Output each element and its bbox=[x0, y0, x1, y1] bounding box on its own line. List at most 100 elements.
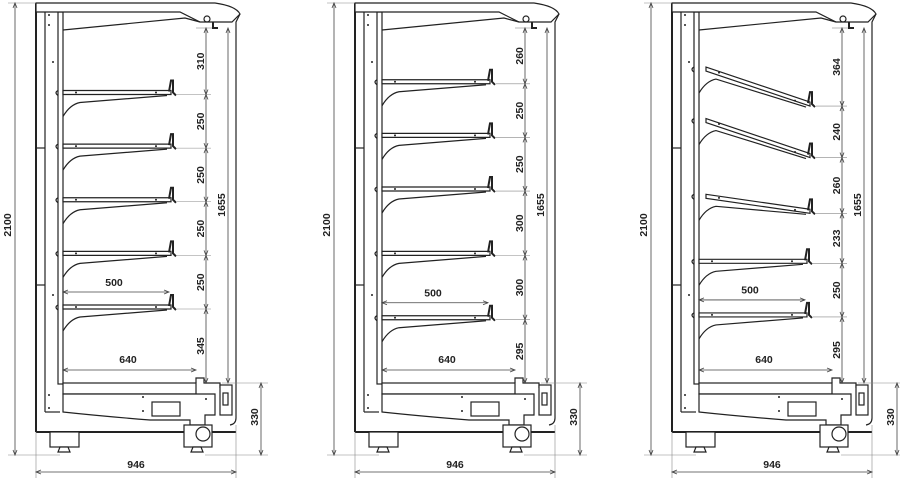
arrowhead bbox=[203, 254, 209, 261]
rivet bbox=[205, 398, 207, 400]
shelf-hook bbox=[55, 250, 59, 257]
rivet bbox=[142, 410, 144, 412]
rivet bbox=[52, 61, 54, 63]
shelf bbox=[691, 117, 847, 160]
back-column bbox=[693, 11, 700, 385]
rivet bbox=[474, 134, 476, 137]
shelf-bracket bbox=[62, 309, 168, 332]
shelf-bracket bbox=[698, 205, 807, 221]
shelf-spacing-label: 300 bbox=[514, 279, 526, 297]
shelf-plate bbox=[381, 79, 491, 85]
shelf-plate bbox=[62, 304, 172, 310]
shelf-plate bbox=[62, 89, 172, 96]
leveling-foot bbox=[693, 446, 707, 453]
rivet bbox=[778, 410, 780, 412]
rivet bbox=[75, 305, 77, 308]
base-housing bbox=[698, 393, 852, 426]
control-panel bbox=[151, 401, 181, 417]
price-rail bbox=[487, 122, 496, 140]
arrowhead bbox=[549, 469, 557, 475]
shelf-bracket bbox=[62, 148, 168, 171]
arrowhead bbox=[203, 147, 209, 154]
front-edge bbox=[865, 13, 877, 426]
shelf-bracket bbox=[381, 320, 487, 343]
usable-height-label: 1655 bbox=[535, 193, 547, 217]
shelf-spacing-label: 250 bbox=[195, 273, 207, 291]
shelf-spacing-label: 233 bbox=[831, 229, 843, 247]
rivet bbox=[688, 61, 690, 63]
shelf-hook bbox=[55, 89, 59, 96]
shelf bbox=[374, 240, 530, 278]
shelf-spacing-label: 240 bbox=[831, 123, 843, 141]
drain-pipe bbox=[831, 426, 847, 442]
arrowhead bbox=[839, 156, 845, 163]
back-column bbox=[57, 11, 64, 385]
usable-height-label: 1655 bbox=[852, 193, 864, 217]
canopy-underside bbox=[381, 17, 520, 31]
arrowhead bbox=[866, 469, 874, 475]
shelf-bracket bbox=[381, 84, 487, 107]
shelf bbox=[691, 193, 847, 221]
rivet bbox=[791, 313, 793, 316]
control-panel bbox=[470, 401, 500, 417]
rivet bbox=[75, 252, 77, 255]
rivet bbox=[48, 394, 50, 396]
rivet bbox=[394, 252, 396, 255]
shelf-hook bbox=[374, 186, 378, 193]
shelf-plate bbox=[698, 312, 808, 318]
rivet bbox=[155, 198, 157, 201]
front-edge bbox=[229, 13, 241, 426]
rivet bbox=[474, 316, 476, 319]
arrowhead bbox=[522, 82, 528, 89]
shelf-spacing-label: 250 bbox=[195, 112, 207, 130]
arrowhead bbox=[12, 449, 18, 457]
arrowhead bbox=[826, 367, 834, 373]
drain-pipe bbox=[195, 426, 211, 442]
shelf-hook bbox=[691, 193, 695, 200]
shelf-spacing-label: 295 bbox=[831, 341, 843, 359]
arrowhead bbox=[648, 449, 654, 457]
rivet bbox=[778, 396, 780, 398]
shelf-spacing-label: 310 bbox=[195, 52, 207, 70]
price-rail bbox=[168, 79, 177, 97]
overall-depth-label: 946 bbox=[127, 459, 145, 471]
drain-outlet bbox=[858, 392, 865, 406]
shelf bbox=[691, 248, 847, 286]
shelf-plate bbox=[705, 66, 811, 107]
shelf-spacing-label: 250 bbox=[195, 220, 207, 238]
shelf-hook bbox=[691, 118, 695, 125]
shelf-bracket bbox=[62, 255, 168, 278]
base-housing bbox=[62, 393, 216, 426]
arrowhead bbox=[163, 289, 171, 295]
rivet bbox=[841, 398, 843, 400]
foot bbox=[368, 431, 399, 448]
rivet bbox=[794, 151, 796, 154]
light-fixture bbox=[203, 15, 211, 23]
overall-height-label: 2100 bbox=[638, 213, 650, 237]
shelf-depth-label: 500 bbox=[105, 277, 123, 289]
rivet bbox=[394, 316, 396, 319]
shelf-spacing-label: 300 bbox=[514, 214, 526, 232]
rivet bbox=[52, 294, 54, 296]
shelf-plate bbox=[698, 258, 808, 264]
shelf bbox=[374, 68, 530, 107]
arrowhead bbox=[203, 93, 209, 100]
rivet bbox=[718, 71, 720, 74]
base-depth-label: 640 bbox=[438, 354, 456, 366]
front-edge bbox=[548, 13, 560, 426]
shelf bbox=[691, 66, 847, 108]
shelf bbox=[374, 304, 530, 343]
price-rail bbox=[804, 248, 813, 266]
arrowhead bbox=[190, 367, 198, 373]
rivet bbox=[474, 252, 476, 255]
rivet bbox=[474, 188, 476, 191]
base-depth-label: 640 bbox=[119, 354, 137, 366]
leveling-foot bbox=[57, 446, 71, 453]
drain-unit bbox=[855, 384, 869, 416]
rivet bbox=[142, 396, 144, 398]
price-rail bbox=[807, 198, 816, 216]
shelf-spacing-label: 250 bbox=[195, 166, 207, 184]
arrowhead bbox=[670, 469, 678, 475]
rivet bbox=[367, 24, 369, 26]
